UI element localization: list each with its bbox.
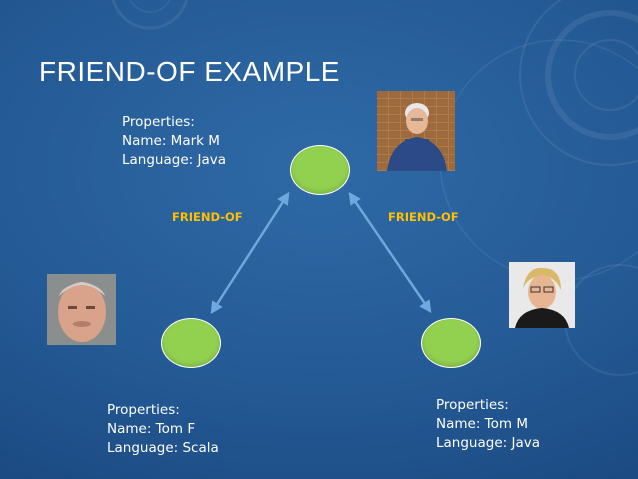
properties-tomm: Properties: Name: Tom M Language: Java <box>436 396 540 453</box>
person-photo-tomf <box>47 274 116 345</box>
properties-header: Properties: <box>122 114 195 130</box>
property-language: Language: Java <box>436 435 540 451</box>
properties-header: Properties: <box>436 397 509 413</box>
properties-header: Properties: <box>107 402 180 418</box>
node-tomm <box>421 318 481 368</box>
edge-arrow-mark-tomf <box>210 191 290 315</box>
properties-mark: Properties: Name: Mark M Language: Java <box>122 113 226 170</box>
property-name: Name: Mark M <box>122 133 220 149</box>
slide-title: FRIEND-OF EXAMPLE <box>39 56 340 87</box>
person-photo-mark <box>377 91 455 171</box>
edge-arrow-mark-tomm <box>348 191 432 314</box>
property-language: Language: Java <box>122 152 226 168</box>
property-name: Name: Tom M <box>436 416 528 432</box>
property-name: Name: Tom F <box>107 421 196 437</box>
properties-tomf: Properties: Name: Tom F Language: Scala <box>107 401 219 458</box>
person-photo-tomm <box>509 262 575 328</box>
node-mark <box>290 145 350 195</box>
node-tomf <box>161 318 221 368</box>
property-language: Language: Scala <box>107 440 219 456</box>
